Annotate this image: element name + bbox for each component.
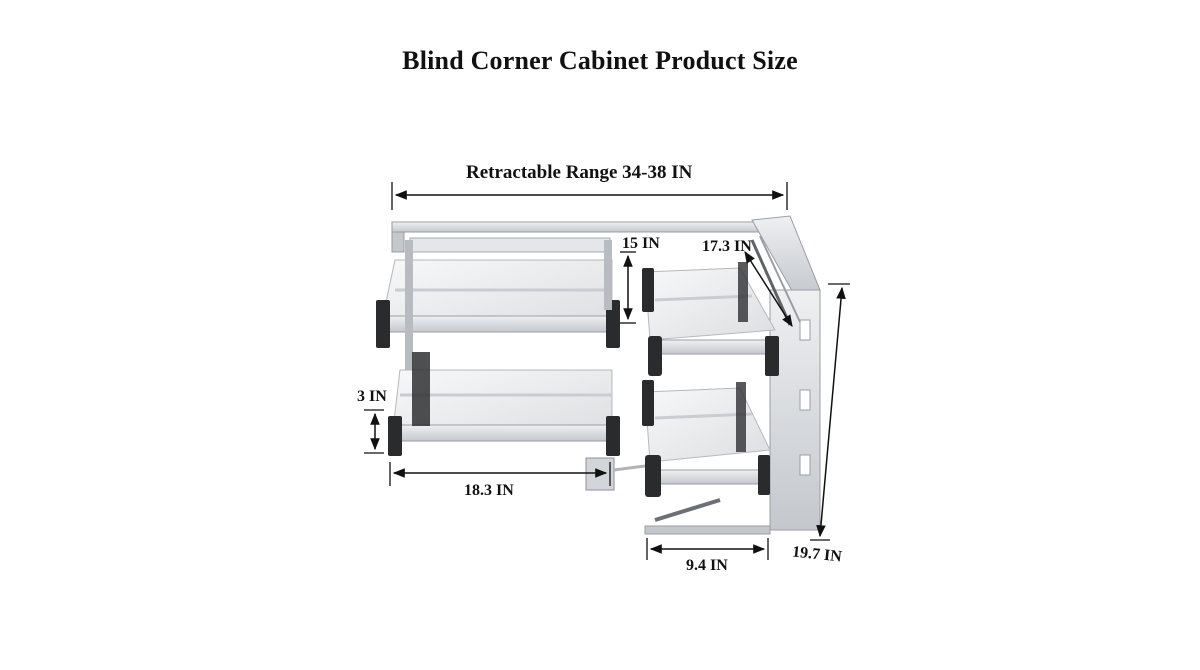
right-lower-basket bbox=[642, 380, 771, 497]
dimension-left-width bbox=[389, 462, 611, 486]
left-upper-basket bbox=[376, 237, 620, 350]
left-width-label: 18.3 IN bbox=[464, 482, 514, 499]
dimension-retractable-range bbox=[391, 182, 788, 210]
right-width-label: 9.4 IN bbox=[686, 557, 728, 574]
right-side-frame bbox=[644, 289, 821, 535]
dimension-basket-height bbox=[364, 409, 384, 454]
retractable-range-label: Retractable Range 34-38 IN bbox=[466, 162, 693, 183]
dimension-depth bbox=[810, 283, 850, 541]
left-base-bracket bbox=[585, 457, 646, 491]
basket-spacing-label: 15 IN bbox=[622, 235, 660, 252]
dimension-basket-spacing bbox=[620, 251, 636, 324]
dimension-corner-width bbox=[744, 250, 793, 328]
corner-width-label: 17.3 IN bbox=[702, 238, 752, 255]
diagram-title: Blind Corner Cabinet Product Size bbox=[402, 46, 798, 75]
basket-height-label: 3 IN bbox=[357, 388, 387, 405]
left-lower-basket bbox=[388, 350, 620, 456]
dimension-right-width bbox=[646, 538, 769, 560]
right-upper-basket bbox=[642, 262, 779, 376]
